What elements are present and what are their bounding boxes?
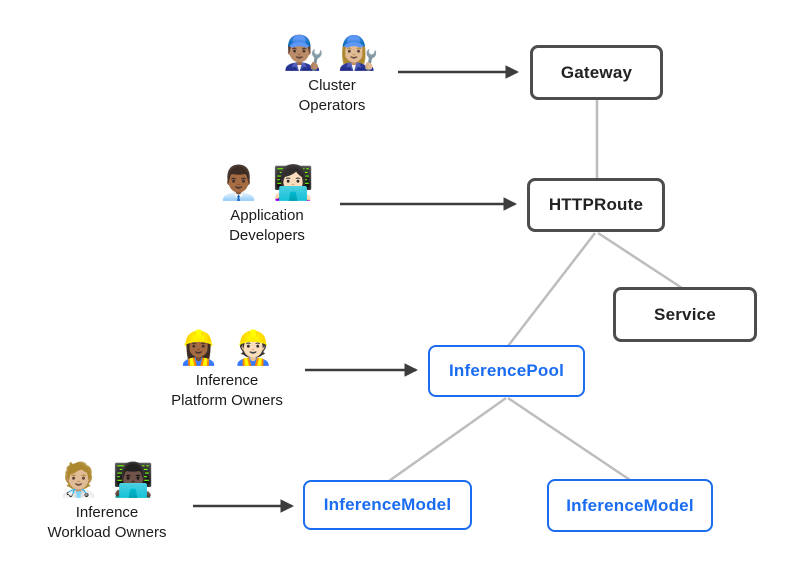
edge-inferencepool-inferencemodel-right — [507, 396, 631, 482]
persona-cluster-operators: 👨🏽‍🔧 👩🏼‍🔧 Cluster Operators — [222, 33, 442, 116]
persona-application-developers: 👨🏾‍💼 👩🏻‍💻 Application Developers — [157, 163, 377, 246]
node-inferencemodel-left: InferenceModel — [303, 480, 472, 530]
edge-httproute-inferencepool — [507, 232, 596, 347]
node-inferencepool: InferencePool — [428, 345, 585, 397]
cluster-operators-emoji-icon: 👨🏽‍🔧 👩🏼‍🔧 — [283, 34, 381, 71]
persona-inference-workload-owners: 🧑🏼‍⚕️ 👨🏿‍💻 Inference Workload Owners — [0, 460, 217, 543]
edge-httproute-service — [597, 231, 683, 290]
edge-inferencepool-inferencemodel-left — [388, 396, 507, 483]
application-developers-label: Application Developers — [229, 206, 305, 244]
inference-workload-owners-label: Inference Workload Owners — [47, 503, 167, 541]
node-service: Service — [613, 287, 757, 342]
inference-workload-owners-emoji-icon: 🧑🏼‍⚕️ 👨🏿‍💻 — [58, 461, 156, 498]
cluster-operators-label: Cluster Operators — [298, 76, 366, 114]
inference-platform-owners-label: Inference Platform Owners — [171, 371, 283, 409]
inference-platform-owners-emoji-icon: 👷🏾‍♀️ 👷🏻 — [178, 329, 276, 366]
node-httproute: HTTPRoute — [527, 178, 665, 232]
node-gateway: Gateway — [530, 45, 663, 100]
application-developers-emoji-icon: 👨🏾‍💼 👩🏻‍💻 — [218, 164, 316, 201]
node-inferencemodel-right: InferenceModel — [547, 479, 713, 532]
persona-inference-platform-owners: 👷🏾‍♀️ 👷🏻 Inference Platform Owners — [117, 328, 337, 411]
